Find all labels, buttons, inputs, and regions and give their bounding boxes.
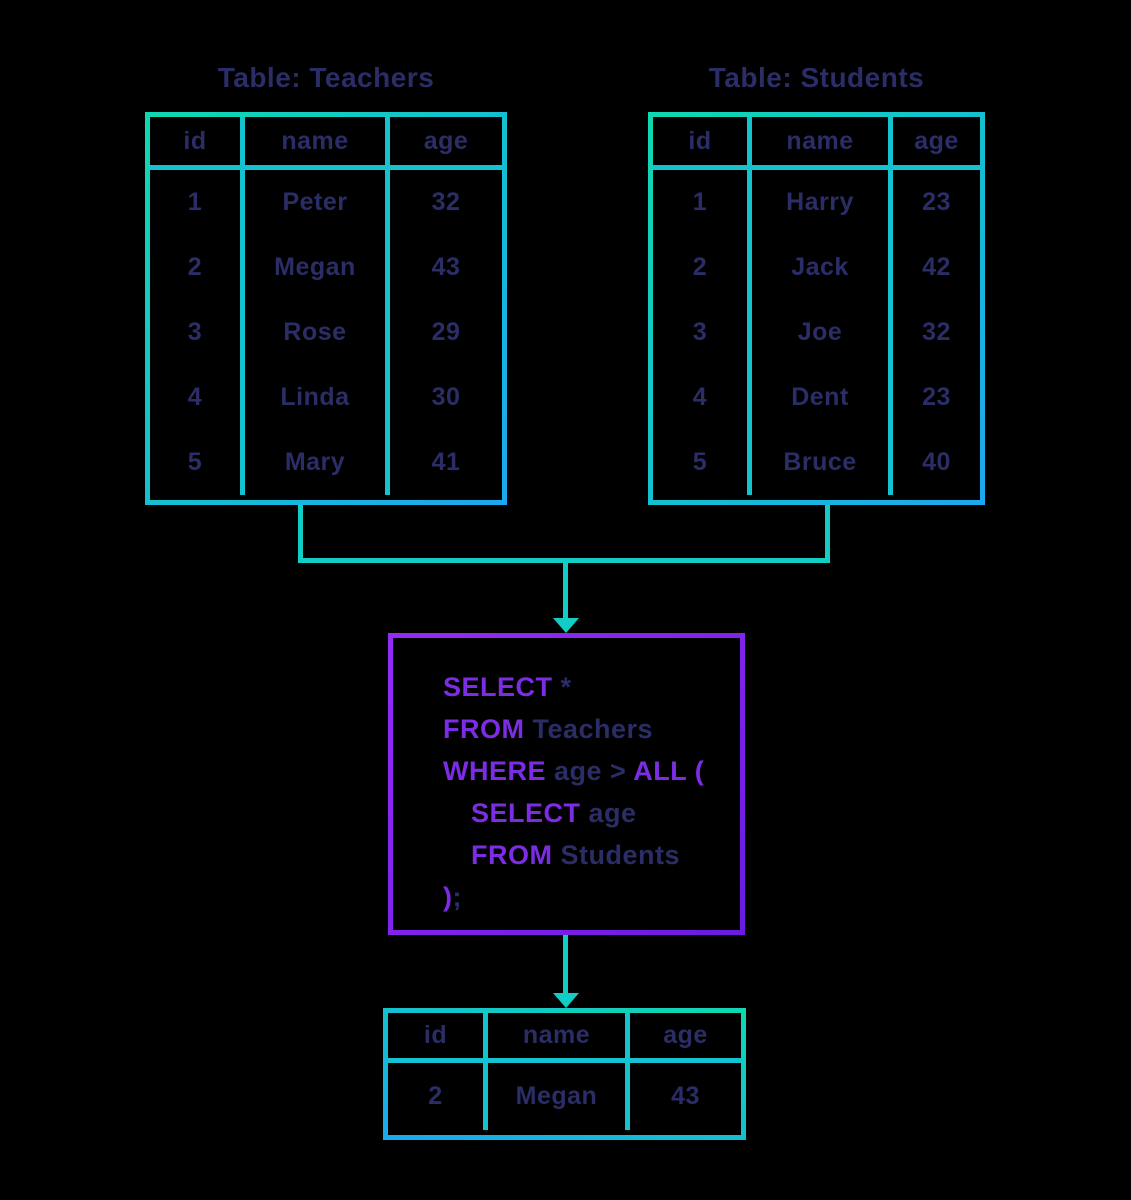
table-cell: Megan: [245, 235, 390, 300]
sql-keyword: FROM: [443, 714, 525, 744]
sql-keyword: ): [443, 882, 453, 912]
table-cell: 32: [922, 318, 951, 346]
column-header: age: [893, 117, 980, 170]
table-cell: 23: [922, 383, 951, 411]
table-cell: Dent: [752, 365, 893, 430]
table-cell: 29: [431, 318, 461, 346]
arrow-down-icon: [553, 993, 579, 1008]
table-cell: Megan: [488, 1063, 630, 1130]
table-cell: 4: [150, 365, 245, 430]
sql-keyword: WHERE: [443, 756, 546, 786]
table-cell: 41: [431, 448, 461, 476]
table-cell: 5: [653, 430, 752, 495]
table-cell: 3: [150, 300, 245, 365]
sql-keyword: FROM: [471, 840, 553, 870]
column-header: name: [245, 117, 390, 170]
table-cell: 5: [150, 430, 245, 495]
table-cell: 40: [922, 448, 951, 476]
sql-text: ;: [452, 882, 462, 912]
table-cell: 32: [431, 188, 461, 216]
table-cell: 30: [431, 383, 461, 411]
table-cell: 1: [150, 170, 245, 235]
table-cell: 4: [653, 365, 752, 430]
table-cell: 23: [922, 188, 951, 216]
sql-keyword: SELECT: [471, 798, 581, 828]
column-header: name: [488, 1013, 630, 1063]
students-table-title: Table: Students: [708, 62, 925, 93]
sql-text: age >: [546, 756, 634, 786]
arrow-down-icon: [553, 618, 579, 633]
table-cell: Rose: [245, 300, 390, 365]
table-cell: Linda: [245, 365, 390, 430]
sql-text: Students: [552, 840, 680, 870]
table-cell: 2: [388, 1063, 488, 1130]
students-connector-line: [825, 505, 830, 563]
table-cell: Harry: [752, 170, 893, 235]
query-arrow-line: [563, 558, 568, 620]
table-cell: Jack: [752, 235, 893, 300]
table-cell: 1: [653, 170, 752, 235]
table-cell: Joe: [752, 300, 893, 365]
column-header: name: [752, 117, 893, 170]
table-cell: Bruce: [752, 430, 893, 495]
column-header: id: [150, 117, 245, 170]
sql-code-line: SELECT age: [443, 792, 730, 834]
table-cell: Peter: [245, 170, 390, 235]
column-header: id: [653, 117, 752, 170]
table-cell: 2: [653, 235, 752, 300]
table-cell: Mary: [245, 430, 390, 495]
sql-text: Teachers: [524, 714, 654, 744]
table-cell: 42: [922, 253, 951, 281]
sql-code-line: );: [443, 876, 730, 918]
table-cell: 43: [671, 1082, 700, 1110]
sql-text: age: [580, 798, 637, 828]
teachers-table-title: Table: Teachers: [217, 62, 435, 93]
table-cell: 43: [431, 253, 461, 281]
sql-text: *: [552, 672, 572, 702]
sql-code-line: WHERE age > ALL (: [443, 750, 730, 792]
sql-code-line: FROM Students: [443, 834, 730, 876]
sql-keyword: SELECT: [443, 672, 553, 702]
sql-keyword: ALL (: [633, 756, 705, 786]
column-header: age: [390, 117, 502, 170]
sql-code-line: SELECT *: [443, 666, 730, 708]
teachers-connector-line: [298, 505, 303, 563]
result-arrow-line: [563, 935, 568, 995]
column-header: age: [630, 1013, 741, 1063]
table-cell: 2: [150, 235, 245, 300]
table-cell: 3: [653, 300, 752, 365]
column-header: id: [388, 1013, 488, 1063]
sql-code-line: FROM Teachers: [443, 708, 730, 750]
